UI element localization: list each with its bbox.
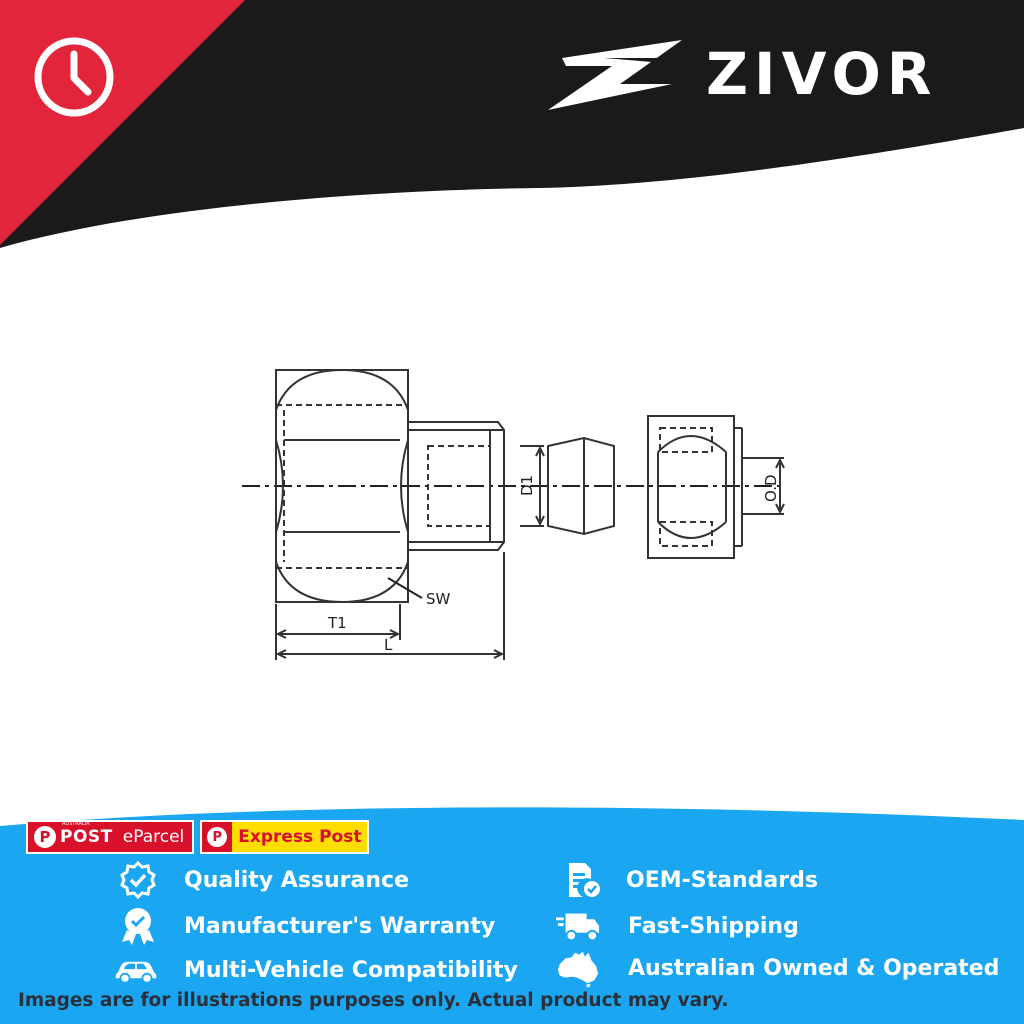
sw-label: SW xyxy=(426,590,451,608)
l-dimension xyxy=(275,552,505,660)
footer-banner xyxy=(0,807,1024,1024)
feature-multi-vehicle-compatibility: Multi-Vehicle Compatibility xyxy=(114,950,518,990)
feature-label: Manufacturer's Warranty xyxy=(184,913,496,939)
feature-fast-shipping: Fast-Shipping xyxy=(556,906,799,946)
feature-label: Quality Assurance xyxy=(184,867,410,893)
express-post-text: Express Post xyxy=(232,822,368,852)
auspost-post-text: POST xyxy=(60,827,113,847)
feature-label: OEM-Standards xyxy=(626,867,818,893)
feature-oem-standards: OEM-Standards xyxy=(560,860,818,900)
threaded-stem xyxy=(408,421,505,551)
zivor-logo: ZIVOR xyxy=(548,40,937,110)
express-post-badge: P Express Post xyxy=(200,820,370,854)
nut-hex xyxy=(647,415,743,559)
document-check-icon xyxy=(560,860,604,900)
svg-text:ZIVOR: ZIVOR xyxy=(706,40,937,108)
warranty-ribbon-icon xyxy=(116,906,160,946)
feature-label: Australian Owned & Operated xyxy=(628,955,1000,981)
australia-map-icon xyxy=(556,948,600,988)
header-black-band xyxy=(0,0,1024,248)
disclaimer-text: Images are for illustrations purposes on… xyxy=(18,990,729,1011)
od-label: O.D xyxy=(762,474,780,502)
fitting-diagram: SW T1 L D1 O.D xyxy=(242,368,785,660)
delivery-truck-icon xyxy=(556,906,600,946)
auspost-small-text: AUSTRALIA xyxy=(62,821,90,827)
auspost-logo-icon: P xyxy=(34,826,56,848)
body-hex xyxy=(275,368,409,604)
sw-leader xyxy=(387,577,423,599)
feature-quality-assurance: Quality Assurance xyxy=(116,860,409,900)
header-red-corner xyxy=(0,0,245,245)
l-label: L xyxy=(384,636,393,654)
feature-label: Multi-Vehicle Compatibility xyxy=(184,957,518,983)
d1-label: D1 xyxy=(518,475,536,496)
header-banner: ZIVOR xyxy=(0,0,1024,248)
eparcel-text: eParcel xyxy=(122,827,185,847)
clock-icon xyxy=(34,37,114,117)
feature-label: Fast-Shipping xyxy=(628,913,799,939)
feature-australian-owned: Australian Owned & Operated xyxy=(556,948,999,988)
car-icon xyxy=(114,950,158,990)
feature-manufacturers-warranty: Manufacturer's Warranty xyxy=(116,906,495,946)
express-post-logo-icon: P xyxy=(202,822,233,852)
badge-check-icon xyxy=(116,860,160,900)
auspost-eparcel-badge: P AUSTRALIA POST eParcel xyxy=(26,820,195,854)
t1-label: T1 xyxy=(327,614,347,632)
shipping-badges: P AUSTRALIA POST eParcel P Express Post xyxy=(26,820,370,854)
d1-dimension xyxy=(520,445,545,527)
od-dimension xyxy=(742,457,785,515)
t1-dimension xyxy=(275,604,401,660)
